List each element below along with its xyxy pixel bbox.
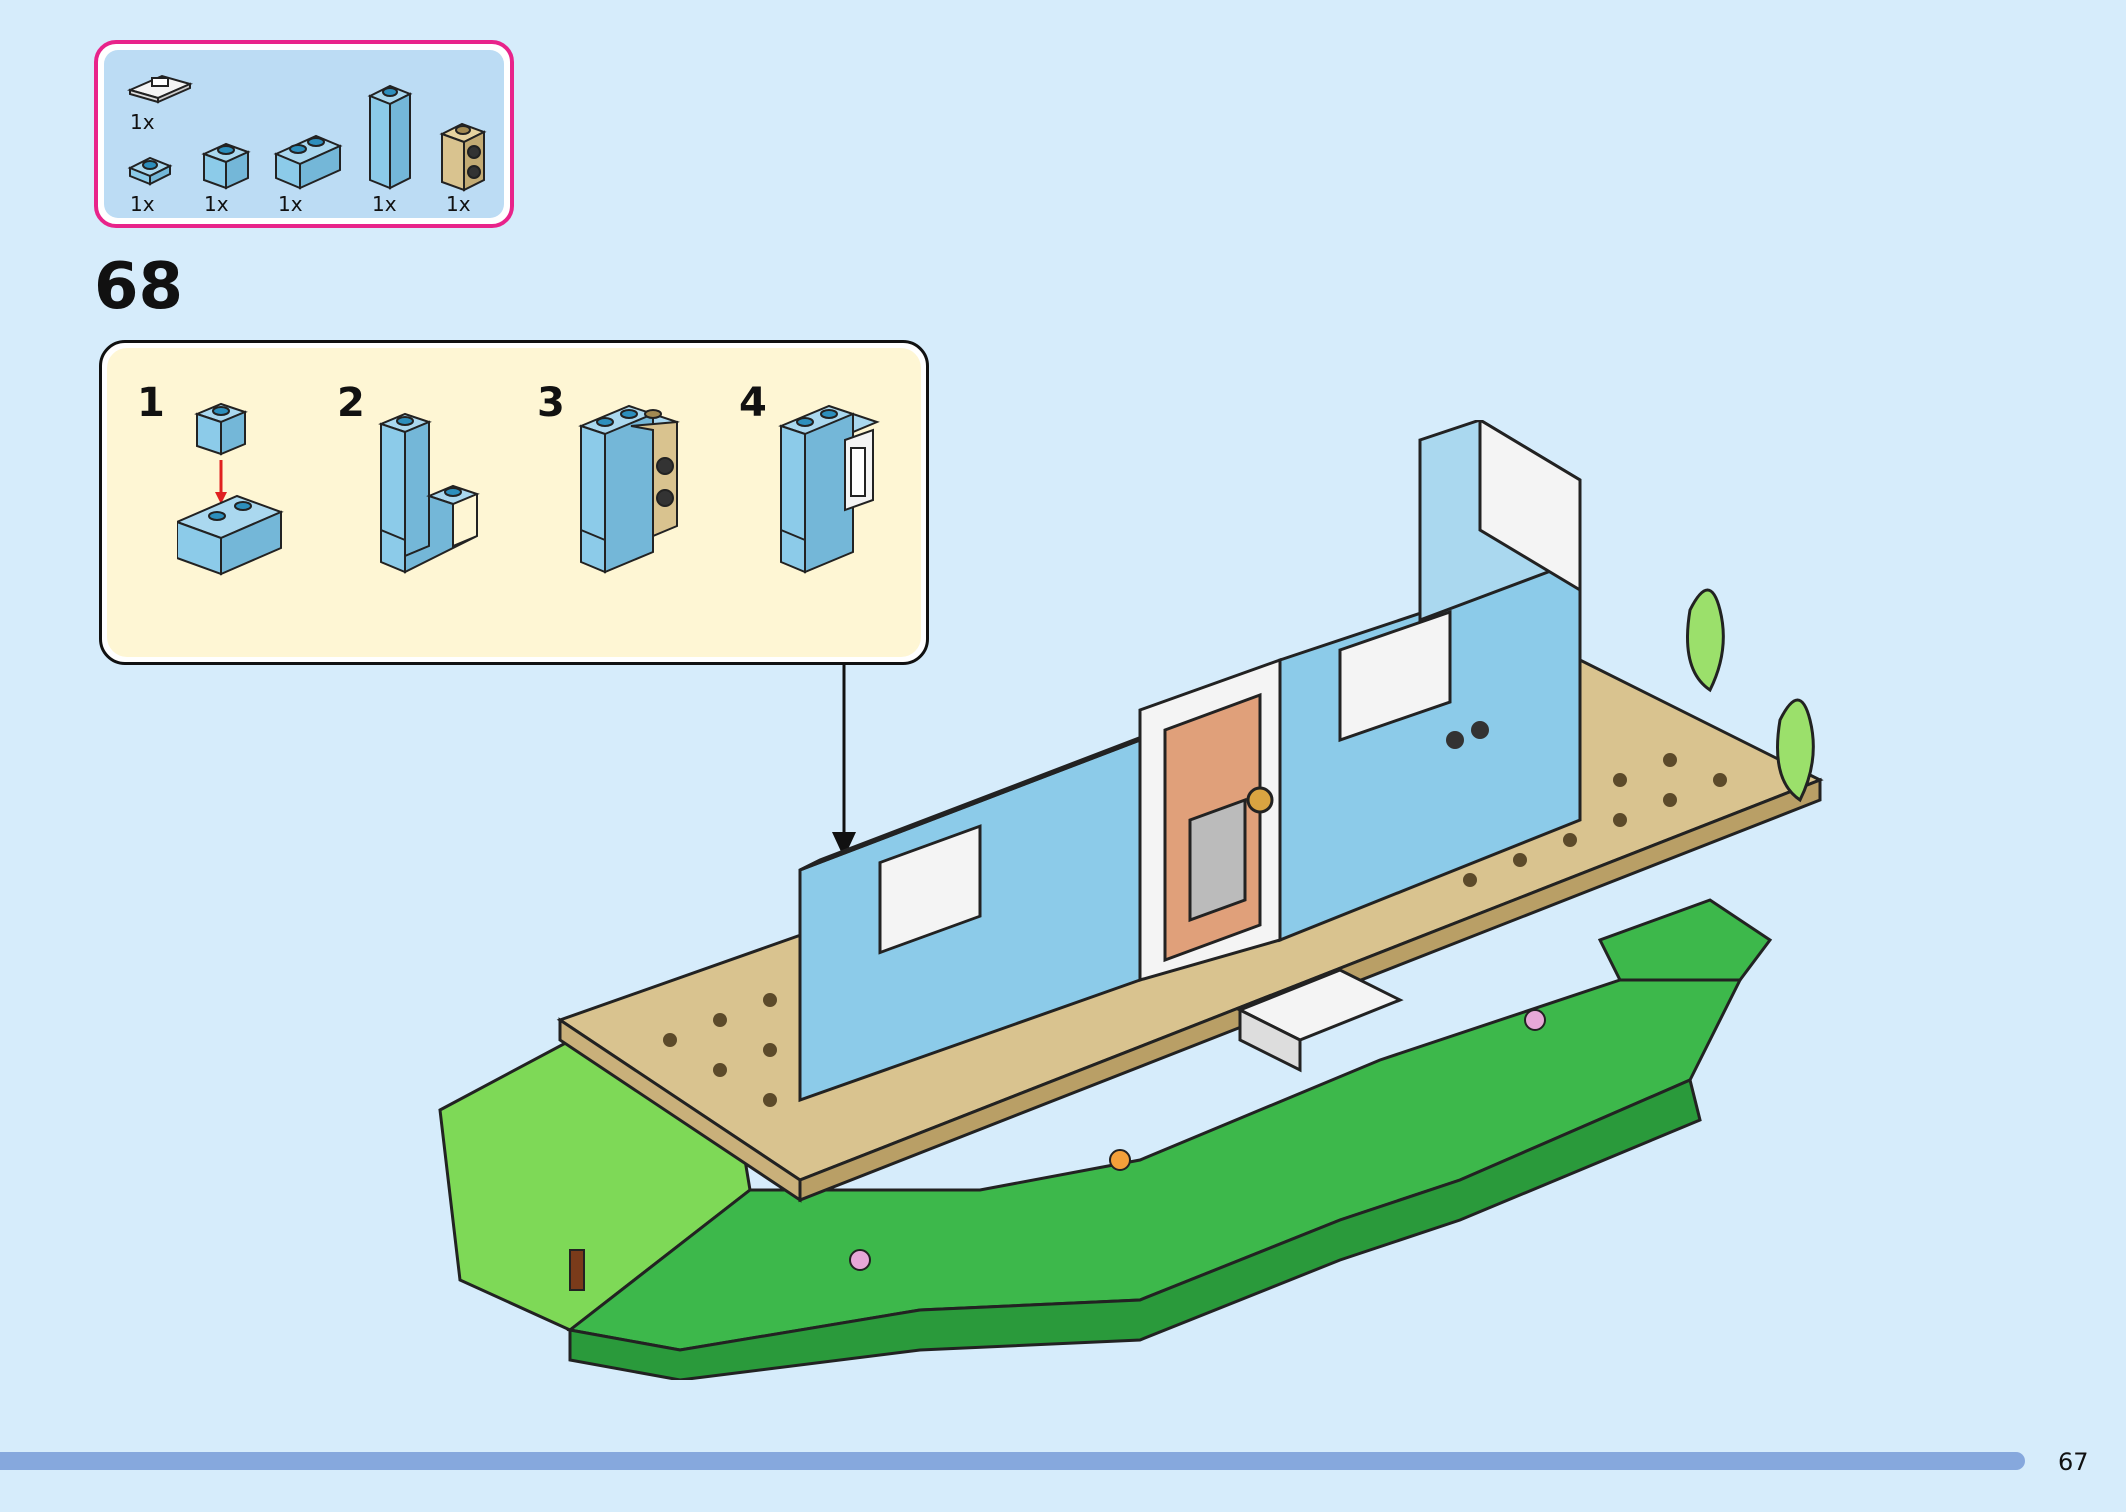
- page-number: 67: [2058, 1448, 2089, 1476]
- parts-callout-inner: 1x 1x 1x 1x: [104, 50, 504, 218]
- part-qty: 1x: [204, 192, 229, 216]
- substep-number: 3: [537, 380, 565, 426]
- substep-number: 2: [337, 380, 365, 426]
- step-number: 68: [94, 250, 184, 324]
- part-qty: 1x: [130, 192, 155, 216]
- tan-brick-studs-side-icon: [439, 122, 487, 192]
- part-qty: 1x: [130, 110, 155, 134]
- substep-number: 4: [739, 380, 767, 426]
- blue-brick-1x2-icon: [273, 134, 343, 190]
- sub-assembly-box: 1 2 3 4: [99, 340, 929, 665]
- substep-4-illustration: [778, 404, 880, 574]
- blue-brick-1x1-icon: [201, 142, 251, 190]
- main-model-illustration: [438, 420, 1824, 1380]
- substep-1-illustration: [177, 402, 284, 576]
- part-qty: 1x: [278, 192, 303, 216]
- part-qty: 1x: [372, 192, 397, 216]
- part-qty: 1x: [446, 192, 471, 216]
- progress-bar: [0, 1452, 2025, 1470]
- sub-assembly-inner: 1 2 3 4: [107, 348, 921, 657]
- parts-callout: 1x 1x 1x 1x: [94, 40, 514, 228]
- substep-3-illustration: [578, 404, 680, 574]
- substep-number: 1: [137, 380, 165, 426]
- substep-2-illustration: [378, 412, 480, 574]
- blue-plate-1x1-icon: [127, 156, 173, 186]
- blue-brick-1x1x3-icon: [367, 84, 413, 190]
- white-plate-clip-icon: [127, 74, 193, 104]
